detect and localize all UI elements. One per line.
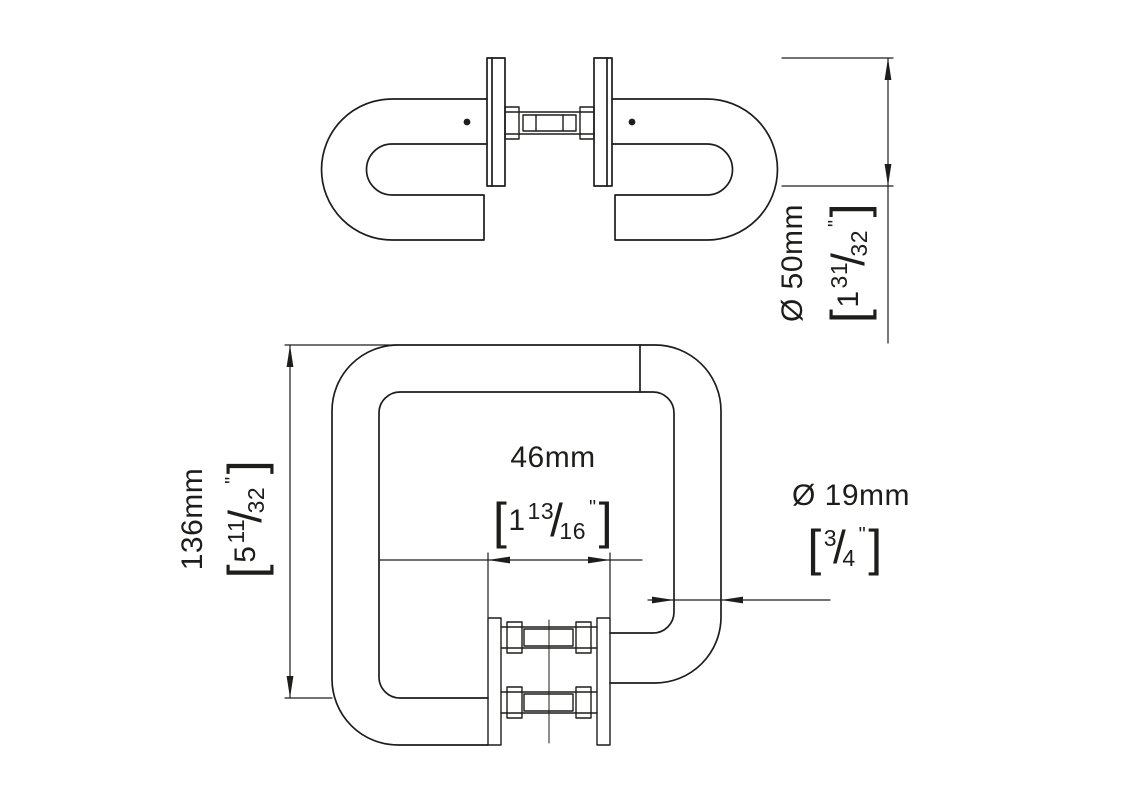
handle-height-metric-label: 136mm — [176, 467, 209, 571]
spindle-bar — [522, 114, 577, 132]
fraction-whole: 1 — [832, 290, 865, 308]
fraction-denominator: 32 — [845, 229, 872, 257]
screw-boss — [504, 106, 520, 140]
top-view — [320, 57, 779, 241]
arrowheads — [286, 58, 892, 698]
bracket-close: ] — [868, 519, 883, 576]
screw-boss — [575, 686, 592, 719]
arrowhead — [488, 556, 510, 564]
arrowhead — [884, 164, 892, 186]
fraction-slash: / — [833, 521, 847, 573]
left-rosette-top-view — [486, 57, 506, 187]
front-handle-inner — [378, 391, 641, 699]
right-rosette-top-view — [593, 57, 613, 187]
inch-mark: " — [221, 476, 244, 484]
screw-boss — [579, 106, 595, 140]
bracket-open: [ — [807, 519, 822, 576]
screw-boss — [506, 686, 523, 719]
tube-diameter-imperial-label: [ 3 / 4 " ] — [807, 521, 882, 575]
rosette-plate-right — [596, 617, 611, 746]
center-distance-imperial-label: [ 1 13 / 16 " ] — [493, 494, 613, 548]
fraction-slash: / — [550, 494, 564, 546]
fraction-denominator: 4 — [842, 544, 856, 571]
fraction-denominator: 32 — [242, 486, 269, 514]
right-handle-top-view — [611, 98, 779, 241]
arrowhead — [652, 596, 674, 604]
tube-diameter-metric-label: Ø 19mm — [791, 479, 911, 512]
rosette-plate-left — [487, 617, 502, 746]
back-handle-inner — [609, 391, 675, 634]
bracket-close: ] — [217, 459, 274, 475]
rosette-diameter-imperial-label: [ 1 31 / 32 " ] — [820, 202, 877, 324]
rosette-diameter-metric-label: Ø 50mm — [776, 203, 809, 323]
bracket-open: [ — [820, 308, 877, 324]
right-set-screw — [628, 118, 636, 126]
bracket-close: ] — [598, 492, 614, 549]
arrowhead — [286, 676, 294, 698]
fraction-numerator: 3 — [823, 524, 838, 551]
inch-mark: " — [858, 523, 867, 546]
arrowhead — [721, 596, 743, 604]
arrowhead — [884, 58, 892, 80]
left-handle-top-view — [320, 98, 488, 241]
screw-boss — [506, 621, 523, 654]
screw-boss — [575, 621, 592, 654]
fraction-whole: 1 — [508, 504, 526, 537]
spindle-assembly-top-view — [504, 106, 595, 140]
front-view — [331, 344, 722, 746]
arrowhead — [588, 556, 610, 564]
inch-mark: " — [824, 219, 847, 227]
left-set-screw — [463, 118, 471, 126]
dimension-lines — [284, 57, 894, 699]
back-handle-outer — [609, 344, 722, 684]
bracket-open: [ — [217, 563, 274, 579]
rosette-stack-front-view — [487, 617, 611, 746]
center-distance-metric-label: 46mm — [510, 441, 596, 474]
fraction-denominator: 16 — [559, 517, 587, 544]
front-handle-outer — [331, 344, 641, 746]
inch-mark: " — [589, 496, 597, 519]
arrowhead — [286, 345, 294, 367]
fraction-whole: 5 — [229, 545, 262, 563]
bracket-open: [ — [492, 492, 508, 549]
bracket-close: ] — [820, 202, 877, 218]
handle-height-imperial-label: [ 5 11 / 32 " ] — [217, 459, 274, 579]
fraction-numerator: 13 — [527, 497, 555, 524]
